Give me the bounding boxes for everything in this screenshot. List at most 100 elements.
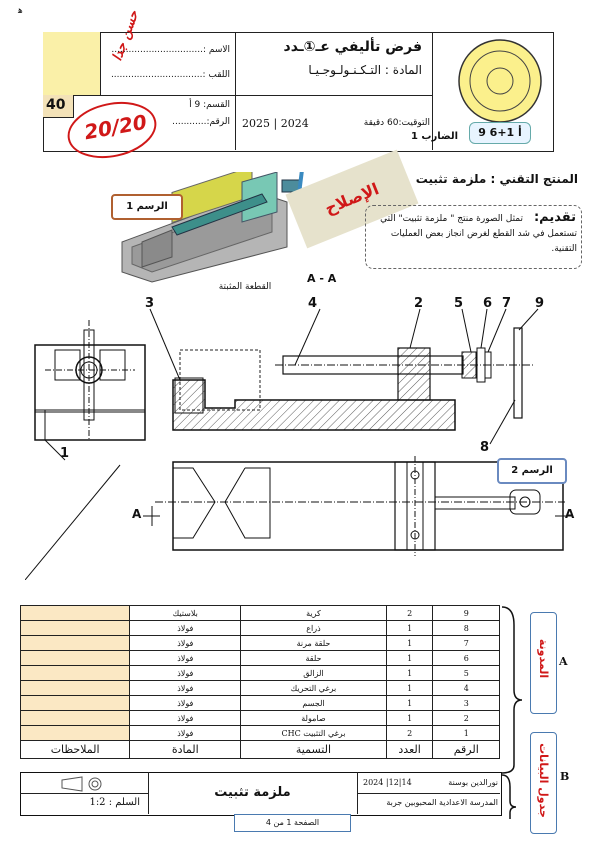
surname-field[interactable]: اللقب :................................ [110,70,230,80]
row-rep: 4 [432,680,500,696]
row-qty: 1 [385,650,434,666]
intro-box [365,205,582,269]
row-name: حلقة [240,650,387,666]
teacher-label: الضارب 1 [410,131,458,142]
test-title: فرض تأليفي عـ①ـدد [283,39,422,55]
side-b-box [530,732,557,834]
row-obs [19,680,131,696]
row-name: الجسم [240,695,387,711]
row-name: حلقة مرنة [240,635,387,651]
row-qty: 1 [385,635,434,651]
callout-7: 7 [502,296,512,311]
name-field[interactable]: الاسم :................................ [111,45,230,55]
side-a-text: المدونة [537,638,550,679]
row-obs [19,710,131,726]
row-name: الزالق [240,665,387,681]
corner-mark: ﻫ [18,6,23,16]
section-letter-left: A [132,507,142,521]
callout-2: 2 [414,296,424,311]
cartouche-title: ملزمة تثبيت [214,785,291,800]
row-material: فولاذ [129,650,242,666]
letter-b: B [560,770,570,783]
row-qty: 2 [385,725,434,741]
side-b-text: جدول البيانات [537,743,550,818]
row-qty: 2 [385,605,434,621]
callout-4: 4 [308,296,318,311]
section-letter-right: A [565,507,575,521]
fig1-label: الرسم 1 [111,194,183,220]
header-obs: الملاحظات [19,740,131,759]
row-material: فولاذ [129,620,242,636]
scale-label: السلم : 1:2 [89,797,140,808]
row-qty: 1 [385,710,434,726]
fig2-label: الرسم 2 [497,458,567,484]
row-rep: 3 [432,695,500,711]
callout-5: 5 [454,296,464,311]
row-material: فولاذ [129,665,242,681]
row-rep: 6 [432,650,500,666]
row-rep: 7 [432,635,500,651]
row-rep: 2 [432,710,500,726]
vise-illustration [121,172,304,283]
timing-label: التوقيت:60 دقيقة [363,118,430,128]
row-obs [19,620,131,636]
school-stamp [458,39,542,123]
row-name: برغي التثبيت CHC [240,725,387,741]
subject-label: المادة : التـكـنـولـوجـيـا [308,63,422,77]
class-tag: 9 أ 1+6 [469,122,531,144]
row-obs [19,665,131,681]
callout-6: 6 [483,296,493,311]
score-circle [67,101,157,159]
row-rep: 8 [432,620,500,636]
row-name: برغي التحريك [240,680,387,696]
total-value: 40 [46,97,66,113]
callout-8: 8 [480,440,490,455]
row-material: فولاذ [129,725,242,741]
deco-box [43,32,100,95]
row-name: ذراع [240,620,387,636]
projection-symbol [61,776,102,792]
row-rep: 5 [432,665,500,681]
row-material: فولاذ [129,680,242,696]
section-label: A - A [307,272,337,285]
fixed-part-label: القطعة المثبتة [218,282,272,292]
intro-title: تقديم: [533,210,576,225]
row-qty: 1 [385,665,434,681]
row-obs [19,650,131,666]
callout-3: 3 [145,296,155,311]
intro-text: تمثل الصورة منتج " ملزمة تثبيت" التي تست… [380,214,577,254]
number-field[interactable]: الرقم:............ [172,117,230,127]
year-label: 2025 | 2024 [242,117,309,130]
row-rep: 9 [432,605,500,621]
row-rep: 1 [432,725,500,741]
row-obs [19,695,131,711]
cartouche-author: نورالدين بوسنة [448,778,498,787]
row-material: فولاذ [129,695,242,711]
header-rep: الرقم [432,740,500,759]
class-field: القسم: 9 أ [189,100,230,110]
row-obs [19,725,131,741]
letter-a: A [559,655,568,668]
page-number: الصفحة 1 من 4 [234,814,351,832]
row-obs [19,635,131,651]
row-name: كرية [240,605,387,621]
row-name: صامولة [240,710,387,726]
header-material: المادة [129,740,242,759]
side-a-box [530,612,557,714]
side-braces [501,606,523,819]
row-qty: 1 [385,620,434,636]
technical-drawing [25,308,573,580]
callout-9: 9 [535,296,545,311]
header-qty: العدد [385,740,434,759]
row-material: بلاستيك [129,605,242,621]
row-qty: 1 [385,695,434,711]
